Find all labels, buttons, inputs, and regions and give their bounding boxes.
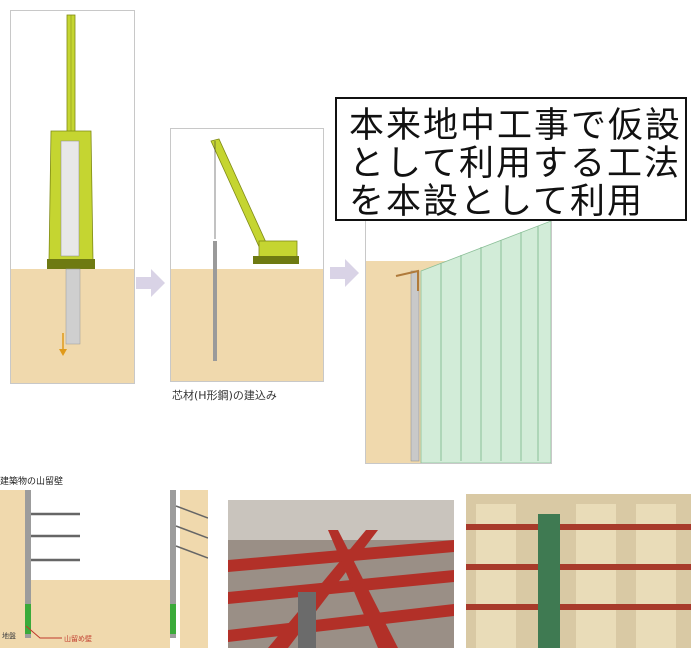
drilling-rig-illustration — [11, 14, 134, 383]
crane-panel — [170, 128, 324, 382]
core-material-caption: 芯材(H形鋼)の建込み — [172, 389, 277, 402]
callout-line: 本来地中工事で仮設 — [349, 106, 683, 146]
excavation-wall-image — [466, 494, 691, 648]
process-arrow — [330, 259, 359, 287]
excavation-wall-photo — [466, 494, 691, 648]
process-arrow — [136, 269, 165, 297]
drilling-rig-panel — [10, 10, 135, 384]
steel-strut-image — [228, 500, 454, 648]
steel-strut-photo — [228, 500, 454, 648]
callout-box: 本来地中工事で仮設 として利用する工法 を本設として利用 — [335, 97, 687, 221]
callout-line: を本設として利用 — [349, 182, 644, 222]
cross-section-illustration: 山留め壁 地盤 — [0, 486, 208, 648]
wall-label: 山留め壁 — [64, 634, 92, 643]
crane-illustration — [171, 138, 323, 381]
wall-illustration — [366, 220, 551, 463]
ground-label: 地盤 — [2, 631, 16, 640]
building-wall-caption: 建築物の山留壁 — [0, 477, 64, 487]
callout-line: として利用する工法 — [349, 144, 681, 184]
cross-section-diagram: 山留め壁 地盤 — [0, 486, 208, 648]
